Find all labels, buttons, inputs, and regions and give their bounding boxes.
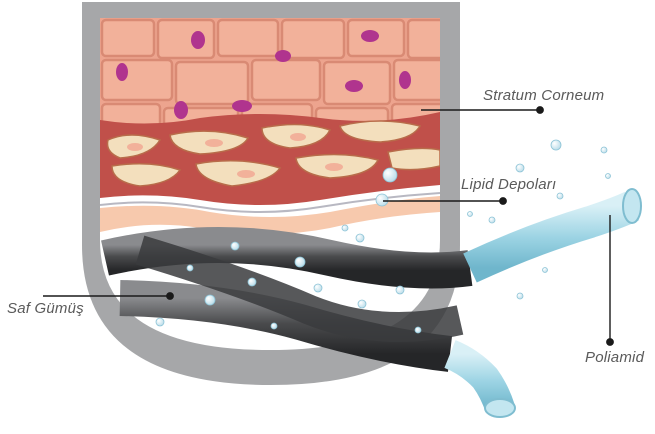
poliamid-label: Poliamid bbox=[585, 349, 644, 366]
saf-gumus-label: Saf Gümüş bbox=[7, 300, 84, 317]
polyamide-fibers bbox=[450, 189, 641, 417]
lipid-depolari-label: Lipid Depoları bbox=[461, 176, 556, 193]
stratum-corneum-label: Stratum Corneum bbox=[483, 87, 604, 104]
